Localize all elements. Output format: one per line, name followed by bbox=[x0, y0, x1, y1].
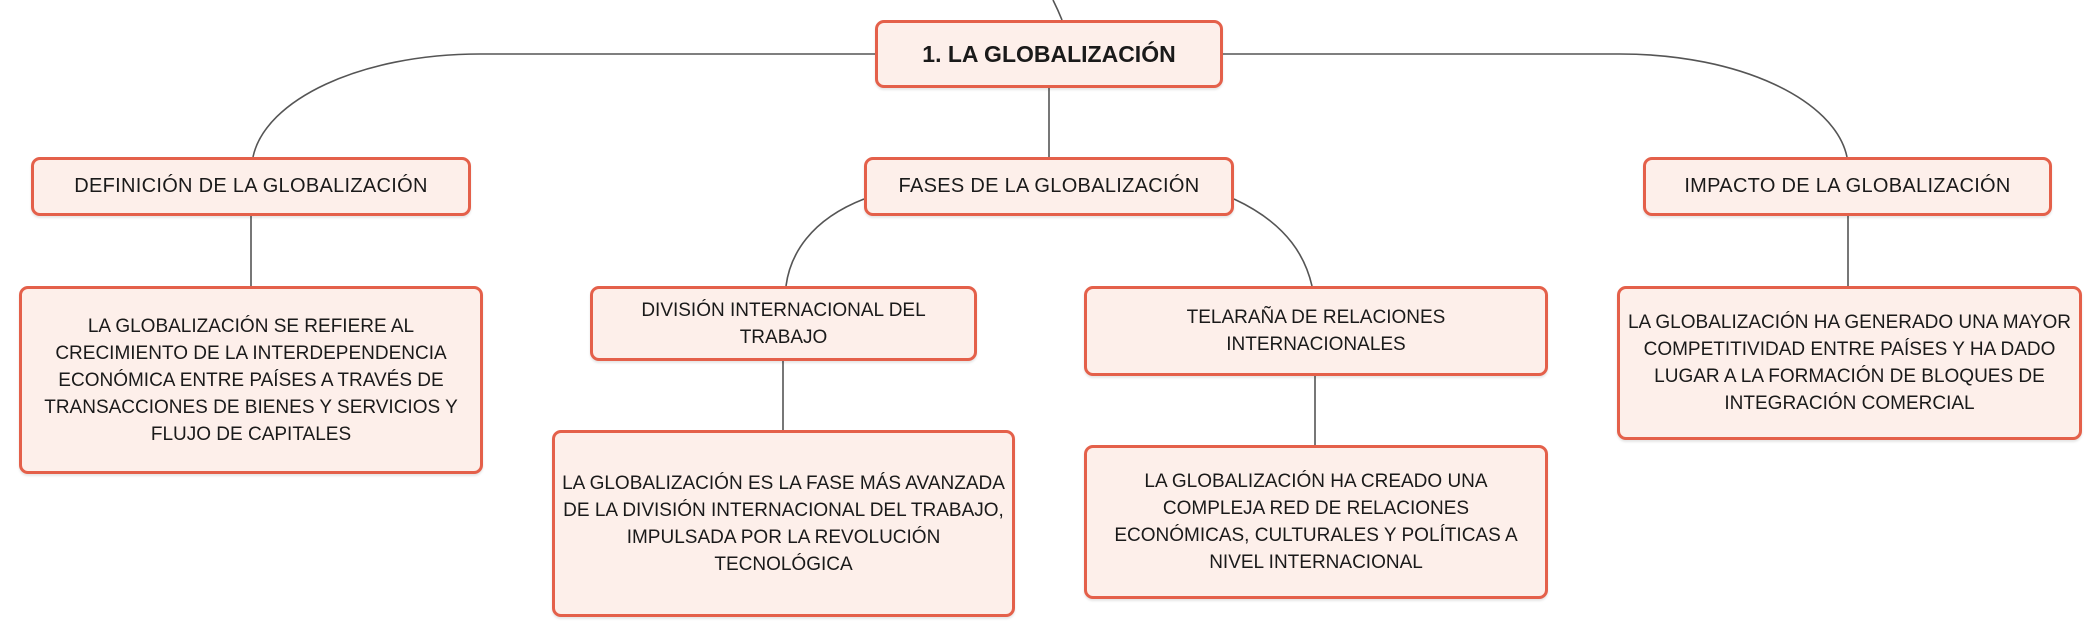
telarana-detail-node[interactable]: LA GLOBALIZACIÓN HA CREADO UNA COMPLEJA … bbox=[1084, 445, 1548, 599]
connector-fases-division bbox=[785, 198, 865, 287]
definicion-node[interactable]: DEFINICIÓN DE LA GLOBALIZACIÓN bbox=[31, 157, 471, 216]
impacto-node[interactable]: IMPACTO DE LA GLOBALIZACIÓN bbox=[1643, 157, 2052, 216]
fases-node[interactable]: FASES DE LA GLOBALIZACIÓN bbox=[864, 157, 1234, 216]
connector-root-parent bbox=[1052, 0, 1063, 21]
connector-fases-telarana bbox=[1233, 198, 1313, 287]
division-detail-node[interactable]: LA GLOBALIZACIÓN ES LA FASE MÁS AVANZADA… bbox=[552, 430, 1015, 617]
definicion-detail-node[interactable]: LA GLOBALIZACIÓN SE REFIERE AL CRECIMIEN… bbox=[19, 286, 483, 474]
root-node[interactable]: 1. LA GLOBALIZACIÓN bbox=[875, 20, 1223, 88]
telarana-node[interactable]: TELARAÑA DE RELACIONES INTERNACIONALES bbox=[1084, 286, 1548, 376]
connector-root-definicion bbox=[252, 53, 875, 158]
impacto-detail-node[interactable]: LA GLOBALIZACIÓN HA GENERADO UNA MAYOR C… bbox=[1617, 286, 2082, 440]
division-node[interactable]: DIVISIÓN INTERNACIONAL DEL TRABAJO bbox=[590, 286, 977, 361]
connector-root-impacto bbox=[1223, 53, 1848, 158]
